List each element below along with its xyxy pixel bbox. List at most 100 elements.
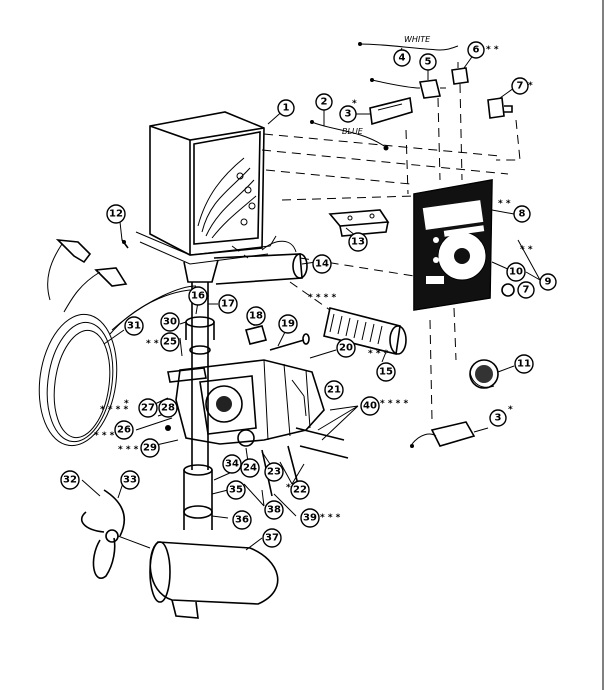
push-switch-7: [487, 97, 513, 119]
callout-25: 25: [160, 332, 180, 352]
white-lead-wire: WHITE: [358, 35, 459, 89]
white-wire-label: WHITE: [404, 35, 431, 44]
callout-22: 22: [290, 480, 310, 500]
nut-7: [501, 283, 515, 297]
svg-text:11: 11: [517, 359, 531, 370]
callout-15: 15: [376, 362, 396, 382]
svg-text:25: 25: [163, 337, 177, 348]
svg-text:13: 13: [351, 237, 365, 248]
switch-bracket-13: [328, 209, 390, 237]
svg-text:26: 26: [117, 425, 131, 436]
foot-switch-3: [410, 421, 489, 448]
svg-text:10: 10: [509, 267, 523, 278]
screw-12: [121, 239, 129, 249]
blue-wire-label: BLUE: [342, 127, 364, 136]
svg-text:34: 34: [225, 459, 239, 470]
callout-38: 38: [264, 500, 284, 520]
callout-17: 17: [218, 294, 238, 314]
callout-21: 21: [324, 380, 344, 400]
leader-lines: [81, 47, 541, 551]
callout-37: 37: [262, 528, 282, 548]
callout-16: 16: [188, 286, 208, 306]
svg-text:36: 36: [235, 515, 249, 526]
bolt-19: [269, 333, 310, 351]
tiller-tube: [213, 240, 308, 285]
svg-text:* * * *: * * * *: [94, 431, 123, 441]
callout-4: 4: [393, 49, 411, 67]
svg-text:8: 8: [519, 209, 526, 220]
callout-14: 14: [312, 254, 332, 274]
svg-text:4: 4: [399, 53, 406, 64]
callout-13: 13: [348, 232, 368, 252]
callouts: 1 2 3 3 4 5 6 7 7 8 9 10 11 12 13 14 15 …: [60, 41, 557, 548]
callout-28: 28: [158, 398, 178, 418]
svg-text:7: 7: [517, 81, 524, 92]
callout-36: 36: [232, 510, 252, 530]
svg-text:* *: * *: [520, 245, 533, 255]
clamp-screw-18: [245, 325, 267, 345]
svg-text:* * *: * * *: [146, 339, 167, 349]
svg-text:5: 5: [425, 57, 432, 68]
svg-text:31: 31: [127, 321, 141, 332]
callout-18: 18: [246, 306, 266, 326]
svg-text:29: 29: [143, 443, 157, 454]
svg-text:30: 30: [163, 317, 177, 328]
switch-plate: [369, 97, 413, 126]
svg-text:9: 9: [545, 277, 552, 288]
svg-text:*: *: [528, 81, 533, 91]
callout-32: 32: [60, 470, 80, 490]
svg-text:*: *: [508, 405, 513, 415]
svg-text:14: 14: [315, 259, 329, 270]
callout-30: 30: [160, 312, 180, 332]
svg-text:* * * *: * * * *: [380, 399, 409, 409]
svg-text:22: 22: [293, 485, 307, 496]
svg-text:33: 33: [123, 475, 137, 486]
svg-text:* * *: * * *: [320, 513, 341, 523]
callout-39: 39: [300, 508, 320, 528]
svg-text:16: 16: [191, 291, 205, 302]
svg-text:40: 40: [363, 401, 377, 412]
svg-text:* *: * *: [498, 199, 511, 209]
callout-11: 11: [514, 354, 534, 374]
motor-head-housing: [135, 111, 277, 283]
blue-lead-wire: BLUE: [310, 120, 389, 151]
svg-text:*: *: [124, 399, 129, 409]
svg-text:1: 1: [283, 103, 290, 114]
svg-text:18: 18: [249, 311, 263, 322]
svg-text:* *: * *: [486, 45, 499, 55]
callout-40: 40: [360, 396, 380, 416]
svg-text:* * * *: * * * *: [100, 405, 129, 415]
callout-2: 2: [315, 93, 333, 111]
svg-text:3: 3: [345, 109, 352, 120]
control-panel: [413, 179, 493, 311]
svg-text:* * * *: * * * *: [118, 445, 147, 455]
callout-10: 10: [506, 262, 526, 282]
svg-text:38: 38: [267, 505, 281, 516]
callout-23: 23: [264, 462, 284, 482]
svg-text:* * * *: * * * *: [308, 293, 337, 303]
callout-12: 12: [106, 204, 126, 224]
callout-9: 9: [539, 273, 557, 291]
plug-5: [419, 79, 446, 99]
callout-5: 5: [419, 53, 437, 71]
svg-text:17: 17: [221, 299, 235, 310]
svg-text:37: 37: [265, 533, 279, 544]
svg-text:15: 15: [379, 367, 393, 378]
svg-text:2: 2: [321, 97, 328, 108]
toggle-switch-6: [451, 62, 469, 85]
callout-26: 26: [114, 420, 134, 440]
svg-text:32: 32: [63, 475, 77, 486]
callout-34: 34: [222, 454, 242, 474]
handle-grip-15: [323, 307, 407, 355]
callout-1: 1: [277, 99, 295, 117]
callout-29: 29: [140, 438, 160, 458]
svg-text:7: 7: [523, 285, 530, 296]
svg-text:*: *: [352, 99, 357, 109]
svg-text:21: 21: [327, 385, 341, 396]
callout-6: 6: [467, 41, 485, 59]
callout-33: 33: [120, 470, 140, 490]
svg-text:23: 23: [267, 467, 281, 478]
callout-7-lower: 7: [517, 281, 535, 299]
asterisk-marks: * * * * * * * * * * * * * * * * * * * * …: [94, 45, 533, 523]
callout-8: 8: [513, 205, 531, 223]
